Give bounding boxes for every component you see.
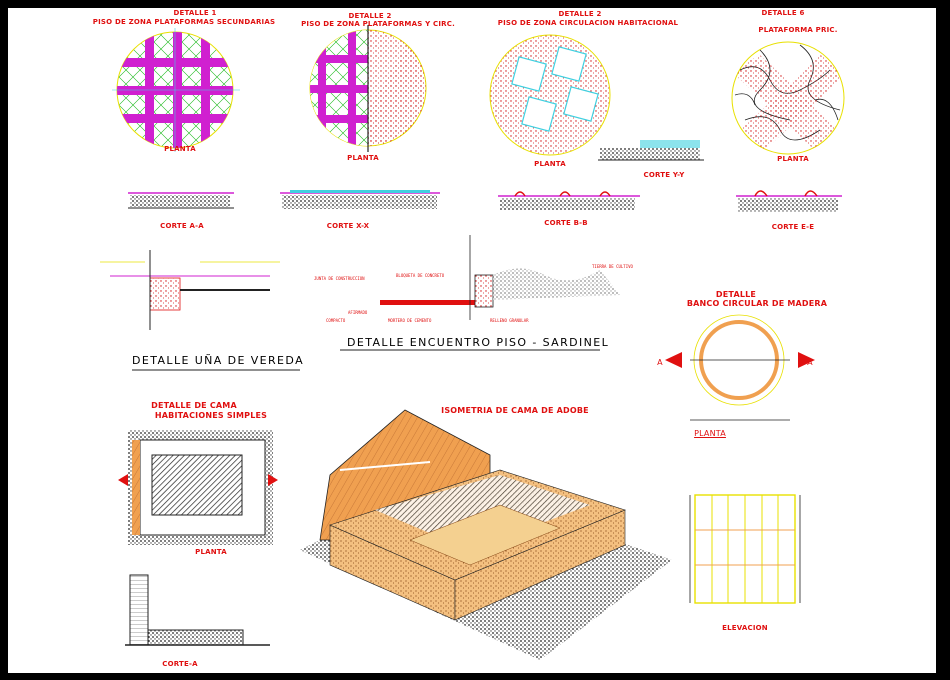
bed-detail-title: DETALLE DE CAMA: [151, 401, 237, 410]
curb-joint-title: DETALLE ENCUENTRO PISO - SARDINEL: [347, 336, 610, 349]
detail-2b-title: DETALLE 2: [558, 10, 602, 18]
bed-plan-drawing: [118, 430, 278, 545]
detail-1-subtitle: PISO DE ZONA PLATAFORMAS SECUNDARIAS: [92, 18, 276, 26]
curb-detail-drawing: [100, 250, 300, 371]
bed-detail-subtitle: HABITACIONES SIMPLES: [154, 411, 268, 420]
bed-section-drawing: [125, 574, 270, 646]
detail-2a-planta-label: PLANTA: [347, 154, 379, 162]
detail-6-title: DETALLE 6: [761, 9, 805, 17]
note-afirmado: AFIRMADO: [348, 310, 368, 315]
bench-subtitle: BANCO CIRCULAR DE MADERA: [686, 299, 828, 308]
detail-1-plan: [112, 28, 240, 152]
detail-6-subtitle: PLATAFORMA PRIC.: [758, 26, 838, 34]
detail-1-planta-label: PLANTA: [164, 145, 196, 153]
bed-planta-label: PLANTA: [195, 548, 227, 556]
bench-title: DETALLE: [715, 290, 757, 299]
note-mortero: MORTERO DE CEMENTO: [388, 318, 432, 323]
corte-e-label: CORTE E-E: [771, 223, 815, 231]
detail-2a-title: DETALLE 2: [348, 12, 392, 20]
note-junta: JUNTA DE CONSTRUCCION: [314, 276, 365, 281]
isometric-title: ISOMETRIA DE CAMA DE ADOBE: [441, 406, 589, 415]
section-cuts-row: [128, 140, 842, 212]
curb-joint-drawing: [340, 235, 620, 351]
note-tierra: TIERRA DE CULTIVO: [592, 264, 633, 269]
adobe-bed-isometric: [300, 409, 672, 660]
detail-6-plan: [731, 41, 845, 155]
section-marker-a-left: A: [657, 358, 663, 367]
drawing-sheet: DETALLE 1 PISO DE ZONA PLATAFORMAS SECUN…: [8, 8, 936, 673]
circular-bench-plan: [665, 314, 815, 421]
detail-6-planta-label: PLANTA: [777, 155, 809, 163]
detail-2b-subtitle: PISO DE ZONA CIRCULACION HABITACIONAL: [497, 19, 679, 27]
corte-x-label: CORTE X-X: [326, 222, 370, 230]
section-marker-a-right: A: [807, 358, 813, 367]
corte-b-label: CORTE B-B: [544, 219, 588, 227]
corte-a-label: CORTE A-A: [160, 222, 204, 230]
detail-1-title: DETALLE 1: [173, 9, 217, 17]
bench-elevation: [689, 494, 801, 604]
curb-detail-title: DETALLE UÑA DE VEREDA: [132, 354, 305, 367]
detail-2b-plan: [489, 34, 611, 156]
note-compacto: COMPACTO: [326, 318, 346, 323]
detail-2a-subtitle: PISO DE ZONA PLATAFORMAS Y CIRC.: [301, 20, 455, 28]
bed-corte-label: CORTE-A: [162, 660, 198, 668]
detail-2b-planta-label: PLANTA: [534, 160, 566, 168]
detail-2a-plan: [309, 25, 427, 152]
note-bloqueta: BLOQUETA DE CONCRETO: [396, 273, 445, 278]
note-relleno: RELLENO GRANULAR: [490, 318, 529, 323]
cad-drawing: [100, 25, 845, 660]
corte-y-label: CORTE Y-Y: [643, 171, 685, 179]
bench-planta-label: PLANTA: [694, 429, 726, 438]
elevation-label: ELEVACION: [722, 624, 768, 632]
